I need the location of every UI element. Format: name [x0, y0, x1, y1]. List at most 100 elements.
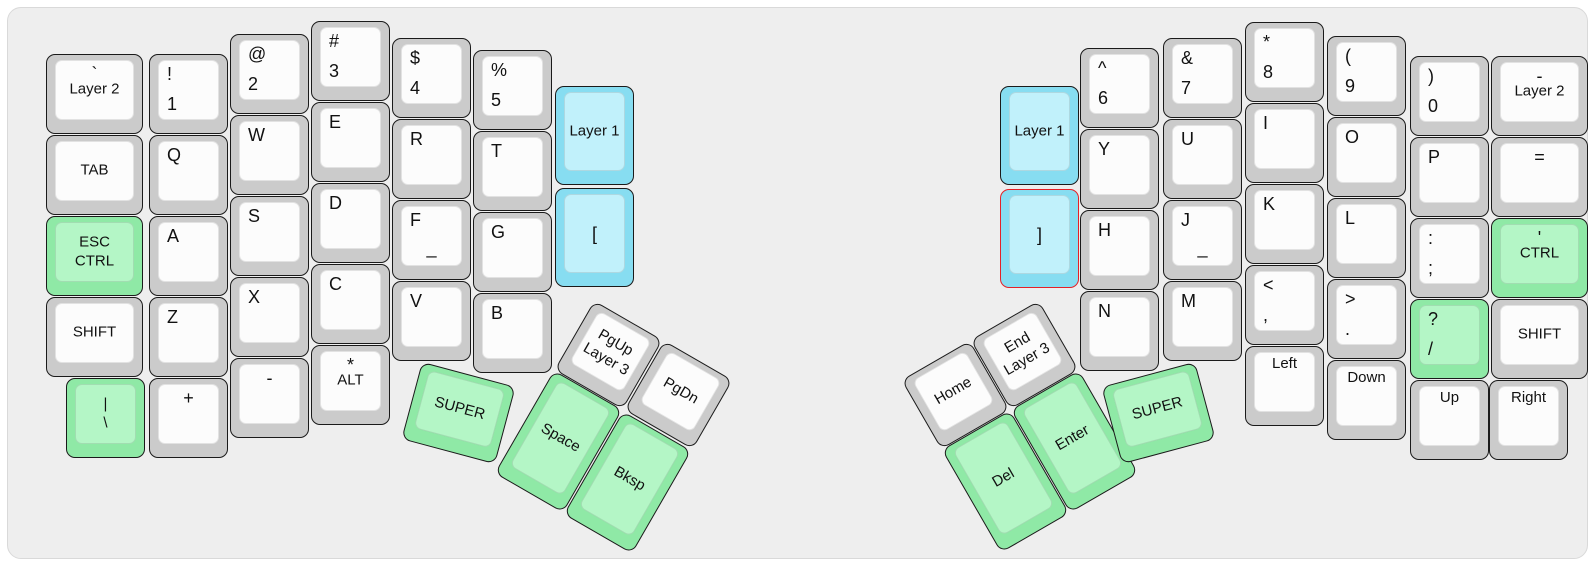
key-semicolon[interactable]: :; [1410, 218, 1489, 298]
key-layer2-right[interactable]: -Layer 2 [1491, 56, 1588, 136]
key-label: < [1263, 275, 1274, 295]
key-n[interactable]: N [1080, 291, 1159, 371]
key-z[interactable]: Z [149, 297, 228, 377]
key-s[interactable]: S [230, 196, 309, 276]
key-label: Space [538, 419, 584, 456]
key-4[interactable]: $4 [392, 38, 471, 118]
keycap-top: E [320, 108, 381, 168]
key-label: Up [1439, 389, 1460, 406]
key-label: [ [591, 223, 597, 244]
key-k[interactable]: K [1245, 184, 1324, 264]
key-comma[interactable]: <, [1245, 265, 1324, 345]
key-label: - [1536, 66, 1543, 86]
keycap-top: C [320, 270, 381, 330]
key-label: Enter [1052, 420, 1092, 454]
key-label: _ [1197, 237, 1208, 258]
key-t[interactable]: T [473, 131, 552, 211]
key-label: PgUp Layer 3 [580, 325, 637, 379]
key-label: A [167, 226, 180, 246]
key-1[interactable]: !1 [149, 54, 228, 134]
key-x[interactable]: X [230, 277, 309, 357]
key-y[interactable]: Y [1080, 129, 1159, 209]
keycap-top: ^6 [1089, 54, 1150, 114]
keycap-top: Layer 1 [564, 92, 625, 171]
key-label: Layer 1 [1014, 122, 1065, 140]
key-label: 4 [410, 77, 421, 98]
key-left-arrow[interactable]: Left [1245, 346, 1324, 426]
key-shift-left[interactable]: SHIFT [46, 297, 143, 377]
keycap-top: Layer 1 [1009, 92, 1070, 171]
key-super-right[interactable]: SUPER [1101, 361, 1216, 465]
key-label: Down [1347, 369, 1386, 386]
key-3[interactable]: #3 [311, 21, 390, 101]
key-6[interactable]: ^6 [1080, 48, 1159, 128]
key-plus[interactable]: + [149, 378, 228, 458]
keycap-top: M [1172, 287, 1233, 347]
key-layer1-right[interactable]: Layer 1 [1000, 86, 1079, 185]
key-w[interactable]: W [230, 115, 309, 195]
keycap-top: @2 [239, 40, 300, 100]
keycap-top: = [1500, 143, 1579, 203]
keycap-top: V [401, 287, 462, 347]
keycap-top: - [239, 364, 300, 424]
key-super-left[interactable]: SUPER [401, 361, 516, 465]
key-9[interactable]: (9 [1327, 36, 1406, 116]
key-period[interactable]: >. [1327, 279, 1406, 359]
key-label: 9 [1345, 75, 1356, 96]
key-equals[interactable]: = [1491, 137, 1588, 217]
key-0[interactable]: )0 [1410, 56, 1489, 136]
key-l[interactable]: L [1327, 198, 1406, 278]
key-h[interactable]: H [1080, 210, 1159, 290]
key-5[interactable]: %5 [473, 50, 552, 130]
key-label: O [1345, 127, 1360, 147]
key-f[interactable]: F_ [392, 200, 471, 280]
key-layer2-left[interactable]: `Layer 2 [46, 54, 143, 134]
key-7[interactable]: &7 [1163, 38, 1242, 118]
key-layer1-left[interactable]: Layer 1 [555, 86, 634, 185]
key-r[interactable]: R [392, 119, 471, 199]
key-right-bracket[interactable]: ] [1000, 189, 1079, 288]
keycap-top: T [482, 137, 543, 197]
key-label: 8 [1263, 61, 1274, 82]
key-label: Layer 1 [569, 122, 620, 140]
key-i[interactable]: I [1245, 103, 1324, 183]
key-right-arrow[interactable]: Right [1489, 380, 1568, 460]
key-a[interactable]: A [149, 216, 228, 296]
key-label: S [248, 206, 261, 226]
key-d[interactable]: D [311, 183, 390, 263]
key-alt[interactable]: *ALT [311, 345, 390, 425]
key-m[interactable]: M [1163, 281, 1242, 361]
key-g[interactable]: G [473, 212, 552, 292]
key-shift-right[interactable]: SHIFT [1491, 299, 1588, 379]
key-8[interactable]: *8 [1245, 22, 1324, 102]
key-u[interactable]: U [1163, 119, 1242, 199]
key-b[interactable]: B [473, 293, 552, 373]
key-tab[interactable]: TAB [46, 135, 143, 215]
key-label: SUPER [1130, 393, 1185, 424]
key-label: # [329, 31, 340, 51]
keycap-top: ESC CTRL [55, 222, 134, 282]
key-2[interactable]: @2 [230, 34, 309, 114]
keycap-top: D [320, 189, 381, 249]
keycap-top: F_ [401, 206, 462, 266]
key-label: E [329, 112, 342, 132]
keycap-top: G [482, 218, 543, 278]
key-pipe-backslash[interactable]: | \ [66, 378, 145, 458]
key-o[interactable]: O [1327, 117, 1406, 197]
key-quote-ctrl[interactable]: 'CTRL [1491, 218, 1588, 298]
key-p[interactable]: P [1410, 137, 1489, 217]
key-j[interactable]: J_ [1163, 200, 1242, 280]
key-c[interactable]: C [311, 264, 390, 344]
key-esc-ctrl[interactable]: ESC CTRL [46, 216, 143, 296]
key-left-bracket[interactable]: [ [555, 188, 634, 287]
key-e[interactable]: E [311, 102, 390, 182]
key-up-arrow[interactable]: Up [1410, 380, 1489, 460]
key-v[interactable]: V [392, 281, 471, 361]
key-minus-left[interactable]: - [230, 358, 309, 438]
keycap-top: TAB [55, 141, 134, 201]
key-label: 1 [167, 93, 178, 114]
key-slash[interactable]: ?/ [1410, 299, 1489, 379]
key-q[interactable]: Q [149, 135, 228, 215]
key-down-arrow[interactable]: Down [1327, 360, 1406, 440]
